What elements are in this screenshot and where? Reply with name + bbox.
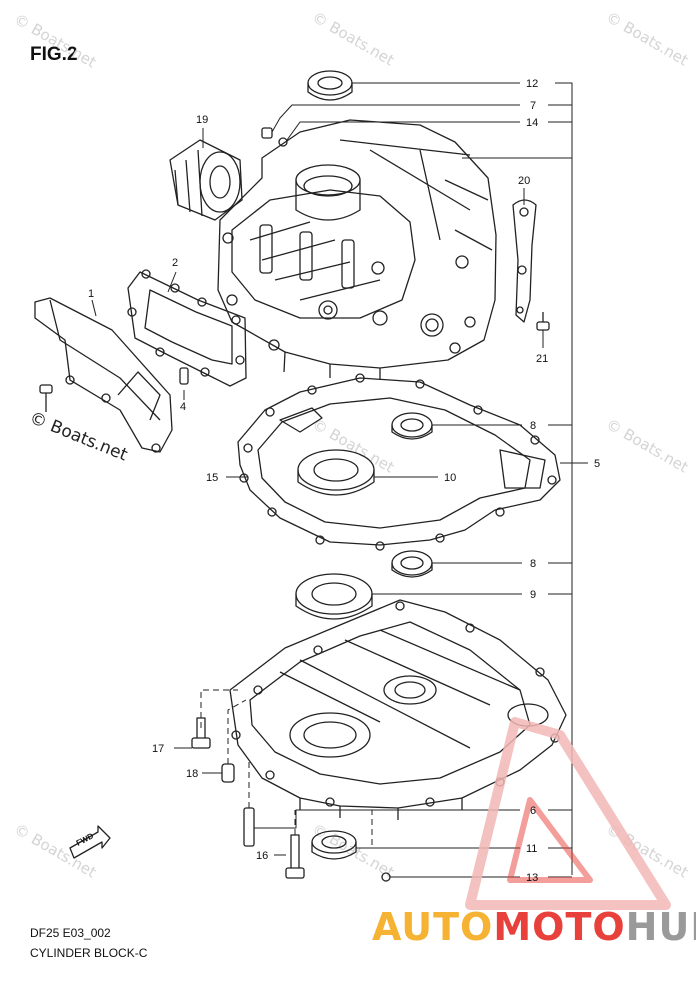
part-4-dowel-pin [179, 367, 189, 385]
automotohub-logo: AUTOMOTOHUB [372, 905, 696, 949]
figure-title: FIG.2 [30, 44, 78, 65]
callout-11: 11 [526, 843, 537, 855]
callout-13: 13 [526, 872, 538, 884]
cylinder-block-upper [217, 119, 497, 380]
part-10-bearing [297, 449, 375, 496]
callout-10: 10 [444, 472, 456, 484]
part-14-plug [278, 137, 288, 147]
callout-2: 2 [172, 257, 178, 269]
part-21-bolt [536, 312, 550, 331]
callout-15: 15 [206, 472, 218, 484]
part-9-bearing [295, 573, 373, 620]
fwd-arrow-icon [69, 825, 111, 859]
alignment-lines [200, 689, 373, 845]
part-20-bracket [512, 199, 537, 323]
figure-code: DF25 E03_002 [30, 926, 111, 940]
callout-8b: 8 [530, 558, 536, 570]
callout-6: 6 [530, 805, 536, 817]
callout-12: 12 [526, 78, 538, 90]
leader-lines [91, 82, 588, 878]
logo-part-auto: AUTO [372, 905, 494, 949]
part-8-bearing-lower [391, 550, 433, 578]
logo-part-hub: HUB [625, 905, 696, 949]
logo-part-moto: MOTO [493, 905, 626, 949]
figure-name: CYLINDER BLOCK-C [30, 946, 148, 960]
callout-21: 21 [536, 353, 548, 365]
callout-16: 16 [256, 850, 268, 862]
part-12-oil-seal [307, 70, 353, 101]
callout-19: 19 [196, 114, 208, 126]
part-bolt-left [39, 384, 53, 412]
part-8-bearing-upper [391, 412, 433, 440]
callout-1: 1 [88, 288, 94, 300]
part-18-dowel [221, 763, 235, 783]
part-1-cover [34, 297, 173, 453]
part-5-crankcase-gasket [237, 373, 561, 551]
callout-18: 18 [186, 768, 198, 780]
part-7-dowel [261, 127, 273, 139]
part-13-plug [381, 872, 391, 882]
logo-triangle-mark [465, 717, 671, 910]
part-2-gasket [127, 269, 247, 387]
callout-5: 5 [594, 458, 600, 470]
part-16-bolt [285, 834, 305, 879]
callout-8a: 8 [530, 420, 536, 432]
part-11-oil-seal [311, 830, 357, 860]
part-19-oil-filter [169, 139, 243, 221]
callout-20: 20 [518, 175, 530, 187]
fwd-label: FWD [75, 831, 96, 848]
crankcase-lower [229, 599, 567, 820]
callout-9: 9 [530, 589, 536, 601]
callout-17: 17 [152, 743, 164, 755]
callout-4: 4 [180, 401, 186, 413]
callout-7: 7 [530, 100, 536, 112]
part-6-stud [243, 807, 255, 847]
callout-14: 14 [526, 117, 538, 129]
